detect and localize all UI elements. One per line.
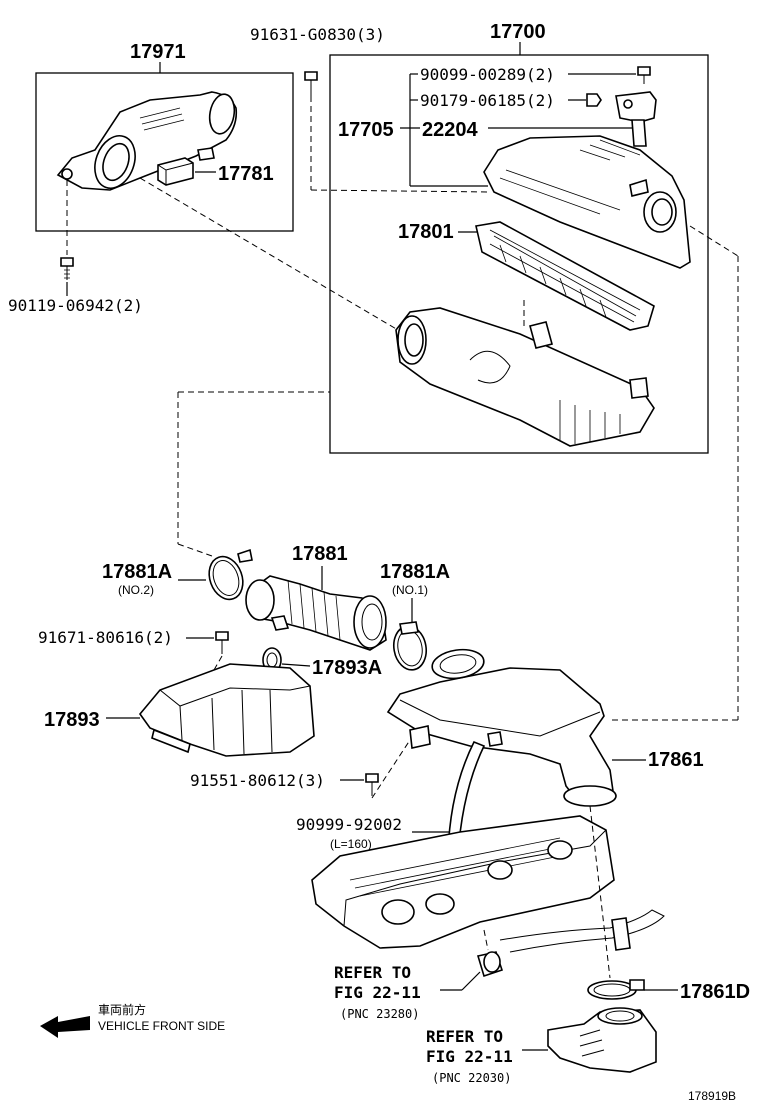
svg-text:REFER TO: REFER TO bbox=[426, 1027, 503, 1046]
group-box-17971 bbox=[35, 72, 294, 232]
direction-en: VEHICLE FRONT SIDE bbox=[98, 1019, 225, 1033]
label-91671[interactable]: 91671-80616(2) bbox=[38, 628, 173, 647]
air-filter-17801[interactable] bbox=[475, 221, 655, 331]
label-22204[interactable]: 22204 bbox=[422, 119, 478, 141]
cleaner-cap-17705[interactable] bbox=[483, 135, 691, 269]
bolt-91631-icon[interactable] bbox=[304, 71, 318, 96]
label-17893[interactable]: 17893 bbox=[44, 709, 100, 731]
svg-text:(PNC 23280): (PNC 23280) bbox=[340, 1007, 419, 1021]
label-17893a[interactable]: 17893A bbox=[312, 657, 382, 679]
label-17881[interactable]: 17881 bbox=[292, 543, 348, 565]
label-91551[interactable]: 91551-80612(3) bbox=[190, 771, 325, 790]
screw-90179-icon[interactable] bbox=[586, 93, 602, 107]
pcv-valve-icon[interactable] bbox=[476, 951, 504, 978]
direction-jp: 車両前方 bbox=[98, 1002, 146, 1017]
pad-17781[interactable] bbox=[157, 157, 194, 186]
refer-to-fig-22-11-pnc-22030[interactable]: REFER TO FIG 22-11 (PNC 22030) bbox=[426, 1027, 513, 1085]
label-17881a-left-sub[interactable]: (NO.2) bbox=[118, 583, 154, 597]
refer-to-fig-22-11-pnc-23280[interactable]: REFER TO FIG 22-11 (PNC 23280) bbox=[334, 963, 421, 1021]
label-90179[interactable]: 90179-06185(2) bbox=[420, 91, 555, 110]
airflow-sensor-22204[interactable] bbox=[615, 91, 657, 147]
pcv-hose-90999[interactable] bbox=[447, 740, 486, 857]
label-17705[interactable]: 17705 bbox=[338, 119, 394, 141]
label-90999-sub[interactable]: (L=160) bbox=[330, 837, 372, 851]
svg-text:FIG 22-11: FIG 22-11 bbox=[334, 983, 421, 1002]
bolt-90119-icon[interactable] bbox=[60, 257, 74, 280]
hose-clamp-no1-icon[interactable] bbox=[390, 621, 429, 672]
label-17861[interactable]: 17861 bbox=[648, 749, 704, 771]
svg-text:REFER TO: REFER TO bbox=[334, 963, 411, 982]
hose-clamp-17861d-icon[interactable] bbox=[587, 979, 645, 1000]
cleaner-case-lower[interactable] bbox=[395, 307, 655, 447]
group-box-17700 bbox=[329, 54, 709, 454]
label-17700[interactable]: 17700 bbox=[490, 21, 546, 43]
intake-duct-17971[interactable] bbox=[56, 91, 238, 194]
intake-hose-17881[interactable] bbox=[245, 575, 387, 651]
bolt-91551-icon[interactable] bbox=[365, 773, 379, 796]
svg-text:FIG 22-11: FIG 22-11 bbox=[426, 1047, 513, 1066]
label-90999[interactable]: 90999-92002 bbox=[296, 815, 402, 834]
label-17781[interactable]: 17781 bbox=[218, 163, 274, 185]
label-17861d[interactable]: 17861D bbox=[680, 981, 750, 1003]
intake-connector-17861[interactable] bbox=[386, 647, 617, 807]
label-17881a-right-sub[interactable]: (NO.1) bbox=[392, 583, 428, 597]
hose-clamp-no2-icon[interactable] bbox=[203, 548, 253, 604]
label-91631[interactable]: 91631-G0830(3) bbox=[250, 25, 385, 44]
resonator-17893[interactable] bbox=[138, 663, 315, 757]
label-17881a-right[interactable]: 17881A bbox=[380, 561, 450, 583]
vehicle-front-side-indicator: 車両前方 VEHICLE FRONT SIDE bbox=[40, 1002, 225, 1038]
svg-text:(PNC 22030): (PNC 22030) bbox=[432, 1071, 511, 1085]
arrow-left-icon bbox=[40, 1016, 90, 1038]
label-17801[interactable]: 17801 bbox=[398, 221, 454, 243]
bolt-90099-icon[interactable] bbox=[637, 66, 651, 84]
label-90099[interactable]: 90099-00289(2) bbox=[420, 65, 555, 84]
label-90119[interactable]: 90119-06942(2) bbox=[8, 296, 143, 315]
bolt-91671-icon[interactable] bbox=[215, 631, 229, 654]
label-17971[interactable]: 17971 bbox=[130, 41, 186, 63]
throttle-body-icon[interactable] bbox=[547, 1007, 657, 1073]
cylinder-head-cover[interactable] bbox=[311, 815, 665, 953]
label-17881a-left[interactable]: 17881A bbox=[102, 561, 172, 583]
diagram-id: 178919B bbox=[688, 1089, 736, 1103]
